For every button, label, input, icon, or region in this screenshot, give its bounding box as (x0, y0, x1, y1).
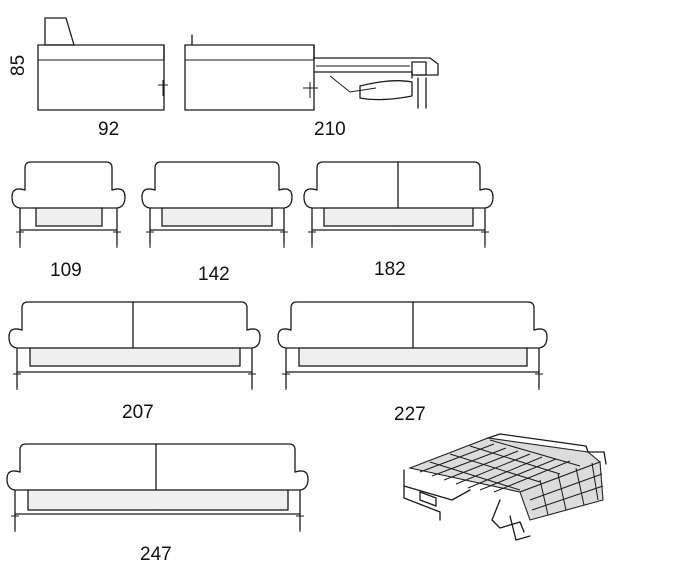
dimension-height-label: 85 (8, 55, 29, 76)
dimension-227-label: 227 (394, 404, 426, 425)
front-view-109 (11, 161, 126, 248)
dimension-open-depth-label: 210 (314, 119, 346, 140)
dimension-247-label: 247 (140, 544, 172, 565)
front-view-247 (6, 443, 309, 532)
front-view-227 (277, 301, 548, 390)
dimension-207-label: 207 (122, 402, 154, 423)
side-view-sofa (37, 17, 168, 111)
dimension-182-label: 182 (374, 259, 406, 280)
front-view-182 (303, 161, 494, 248)
front-view-207 (8, 301, 261, 390)
sofabed-mechanism-illustration (403, 433, 607, 541)
dimension-142-label: 142 (198, 264, 230, 285)
front-view-142 (141, 161, 293, 248)
dimension-109-label: 109 (50, 260, 82, 281)
dimension-side-depth-label: 92 (98, 119, 119, 140)
side-view-sofabed-open (184, 34, 439, 111)
